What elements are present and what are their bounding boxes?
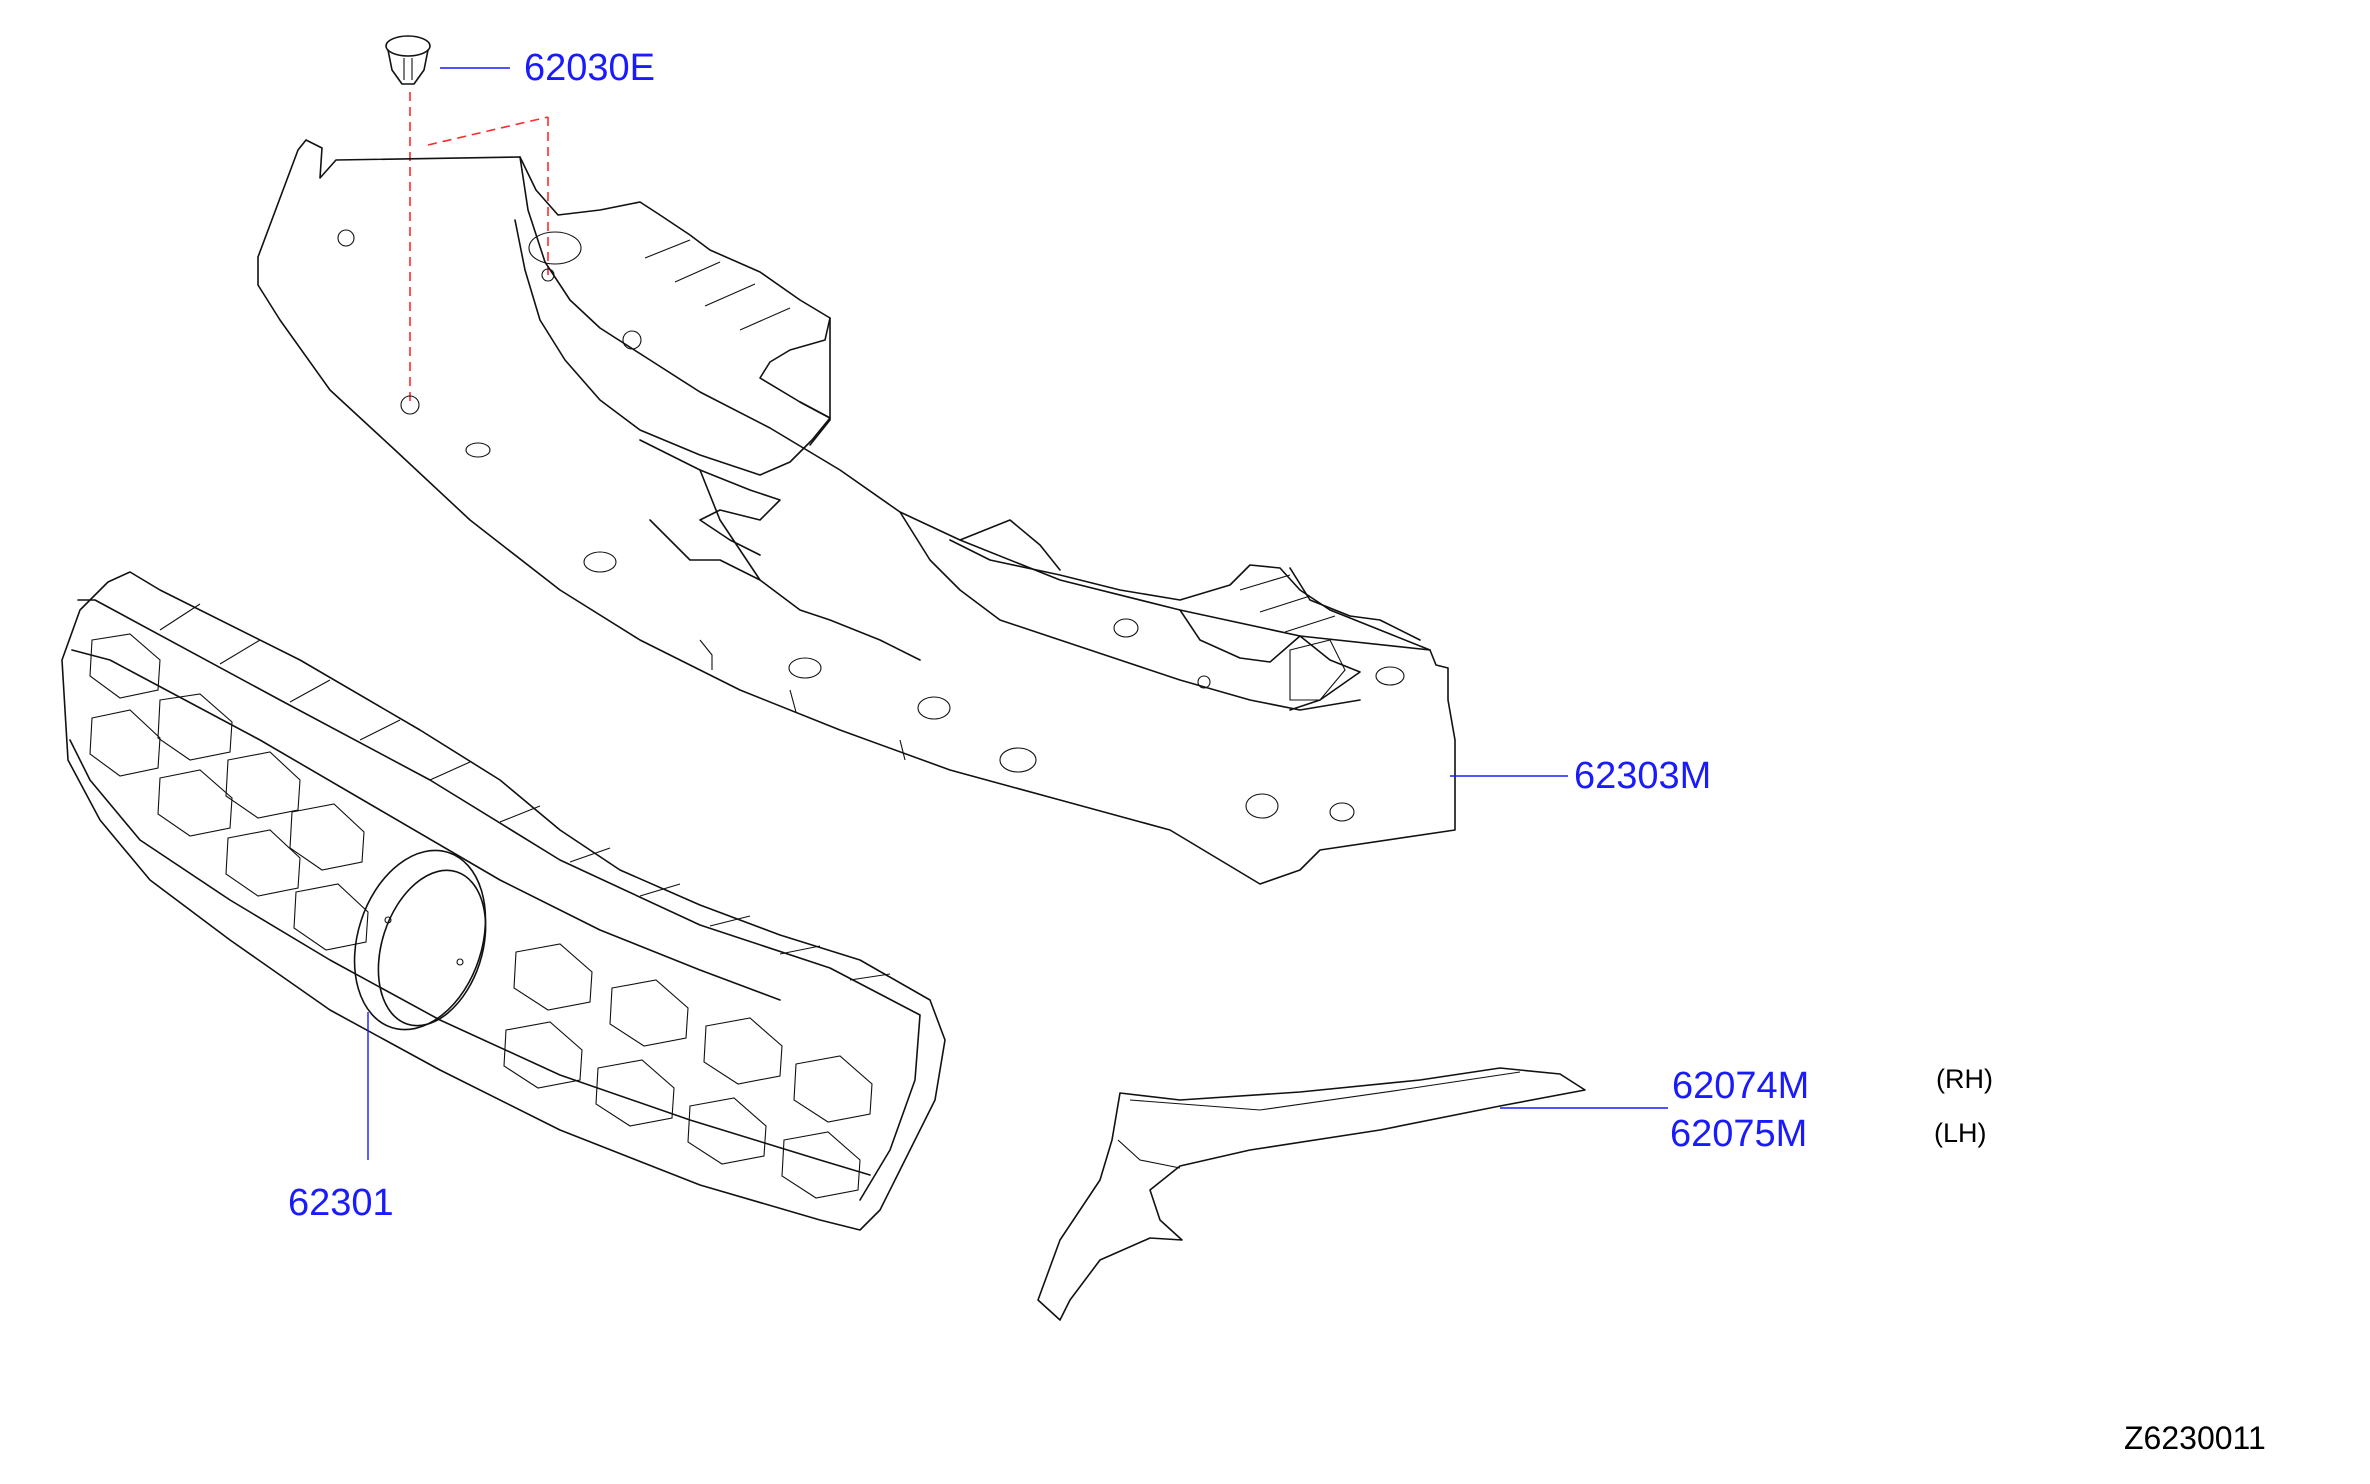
- diagram-reference-code: Z6230011: [2124, 1420, 2266, 1456]
- clip-part: [385, 35, 431, 85]
- note-lh: (LH): [1934, 1118, 1987, 1148]
- label-upper-cover: 62303M: [1574, 755, 1712, 797]
- label-grille: 62301: [288, 1182, 394, 1224]
- finisher-part: [1037, 1067, 1586, 1321]
- note-rh: (RH): [1936, 1064, 1993, 1094]
- front-grille-part: [61, 571, 946, 1231]
- installation-guide-lines: [409, 92, 549, 405]
- label-clip: 62030E: [524, 47, 656, 89]
- upper-cover-part: [257, 139, 1456, 885]
- label-finisher-lh: 62075M: [1670, 1113, 1808, 1155]
- leader-lines: [367, 67, 1668, 1160]
- label-finisher-rh: 62074M: [1672, 1065, 1810, 1107]
